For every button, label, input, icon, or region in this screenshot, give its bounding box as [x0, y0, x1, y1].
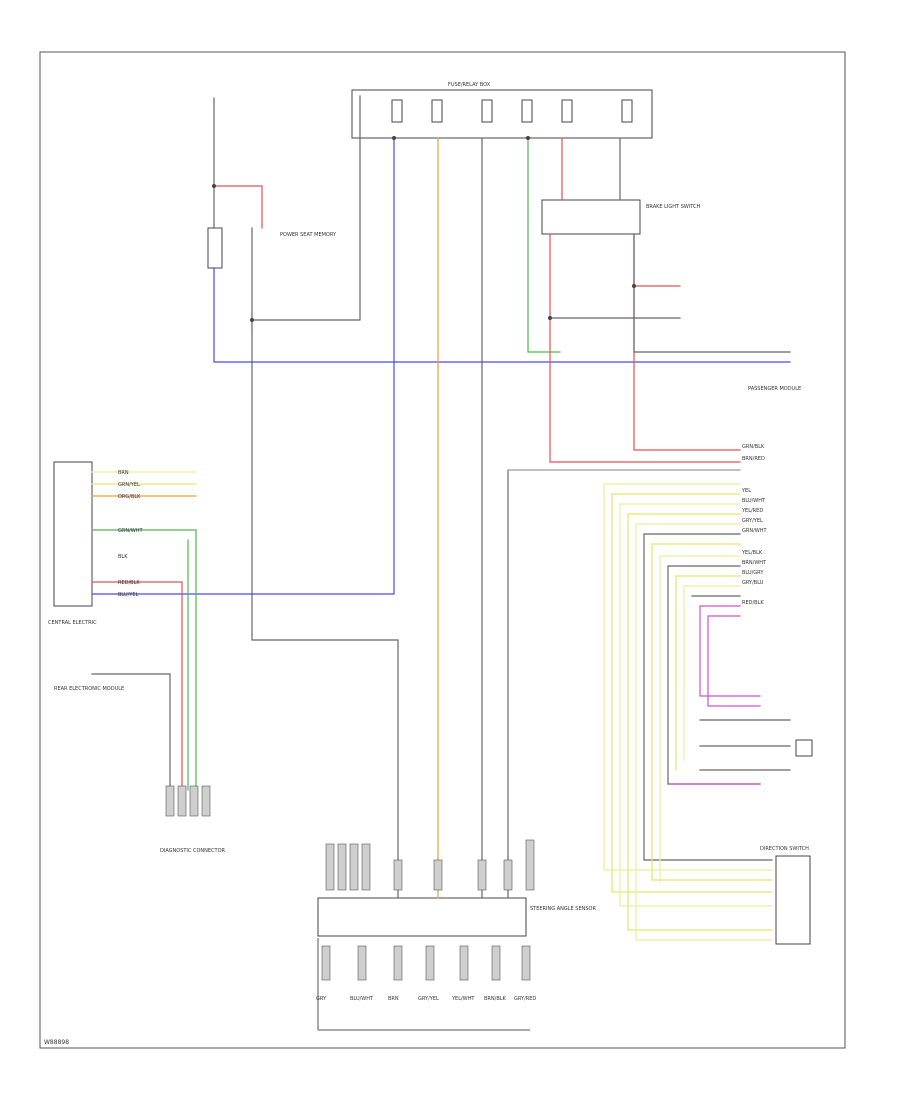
- sensor-symbol: [795, 739, 813, 757]
- bottom-pin-labels: GRY BLU/WHT BRN GRY/YEL YEL/WHT BRN/BLK …: [316, 996, 536, 1002]
- svg-text:BLU/YEL: BLU/YEL: [118, 592, 139, 598]
- svg-text:YEL: YEL: [741, 488, 751, 494]
- fuse-box-label: FUSE/RELAY BOX: [448, 82, 491, 88]
- right-module-pin-labels: GRN/BLK BRN/RED YEL BLU/WHT YEL/RED GRY/…: [741, 444, 767, 606]
- svg-text:BRN: BRN: [388, 996, 399, 1002]
- svg-text:GRY/RED: GRY/RED: [514, 996, 536, 1002]
- power-seat-memory-label: POWER SEAT MEMORY: [280, 232, 337, 238]
- junction-dots: [212, 136, 636, 322]
- svg-text:RED/BLK: RED/BLK: [118, 580, 140, 586]
- svg-text:BLU/WHT: BLU/WHT: [742, 498, 766, 504]
- svg-text:ORG/BLK: ORG/BLK: [118, 494, 141, 500]
- svg-text:GRY: GRY: [316, 996, 327, 1002]
- svg-text:BRN/BLK: BRN/BLK: [484, 996, 507, 1002]
- svg-text:GRN/BLK: GRN/BLK: [742, 444, 765, 450]
- svg-text:GRN/WHT: GRN/WHT: [742, 528, 767, 534]
- steering-angle-sensor-label: STEERING ANGLE SENSOR: [530, 906, 596, 912]
- svg-text:BRN: BRN: [118, 470, 129, 476]
- svg-text:YEL/RED: YEL/RED: [741, 508, 763, 514]
- rear-module-label: REAR ELECTRONIC MODULE: [54, 686, 124, 692]
- svg-text:GRY/YEL: GRY/YEL: [742, 518, 763, 524]
- diagram-code: W88898: [44, 1039, 69, 1046]
- svg-text:BLU/GRY: BLU/GRY: [742, 570, 764, 576]
- steering-sensor-top-pins: [325, 839, 535, 891]
- brake-light-switch: [541, 199, 641, 235]
- svg-text:YEL/WHT: YEL/WHT: [451, 996, 475, 1002]
- svg-text:YEL/BLK: YEL/BLK: [741, 550, 763, 556]
- direction-switch: [775, 855, 811, 945]
- svg-text:BRN/RED: BRN/RED: [742, 456, 765, 462]
- diagnostic-connector-pins: [165, 785, 211, 817]
- fuse-box-fuses: [391, 99, 633, 123]
- brake-switch-label: BRAKE LIGHT SWITCH: [646, 204, 701, 210]
- steering-sensor-bottom-pins: [321, 945, 531, 981]
- svg-text:GRN/YEL: GRN/YEL: [118, 482, 140, 488]
- svg-text:GRY/YEL: GRY/YEL: [418, 996, 439, 1002]
- svg-text:BRN/WHT: BRN/WHT: [742, 560, 767, 566]
- svg-text:BLU/WHT: BLU/WHT: [350, 996, 374, 1002]
- passenger-module-label: PASSENGER MODULE: [748, 386, 801, 392]
- wire-network: [91, 95, 791, 941]
- bottom-connector-bracket: [317, 938, 530, 1031]
- central-electric-label: CENTRAL ELECTRIC: [48, 620, 97, 626]
- svg-text:GRY/BLU: GRY/BLU: [742, 580, 764, 586]
- svg-text:GRN/WHT: GRN/WHT: [118, 528, 143, 534]
- svg-text:BLK: BLK: [118, 554, 128, 560]
- central-electric-module: [53, 461, 93, 607]
- svg-text:RED/BLK: RED/BLK: [742, 600, 764, 606]
- diagram-frame: [39, 51, 846, 1049]
- power-seat-memory-relay: [207, 227, 223, 269]
- steering-angle-sensor: [317, 897, 527, 937]
- diagnostic-connector-label: DIAGNOSTIC CONNECTOR: [160, 848, 226, 854]
- left-module-pin-labels: BRN GRN/YEL ORG/BLK GRN/WHT BLK RED/BLK …: [118, 470, 143, 598]
- direction-switch-label: DIRECTION SWITCH: [760, 846, 809, 852]
